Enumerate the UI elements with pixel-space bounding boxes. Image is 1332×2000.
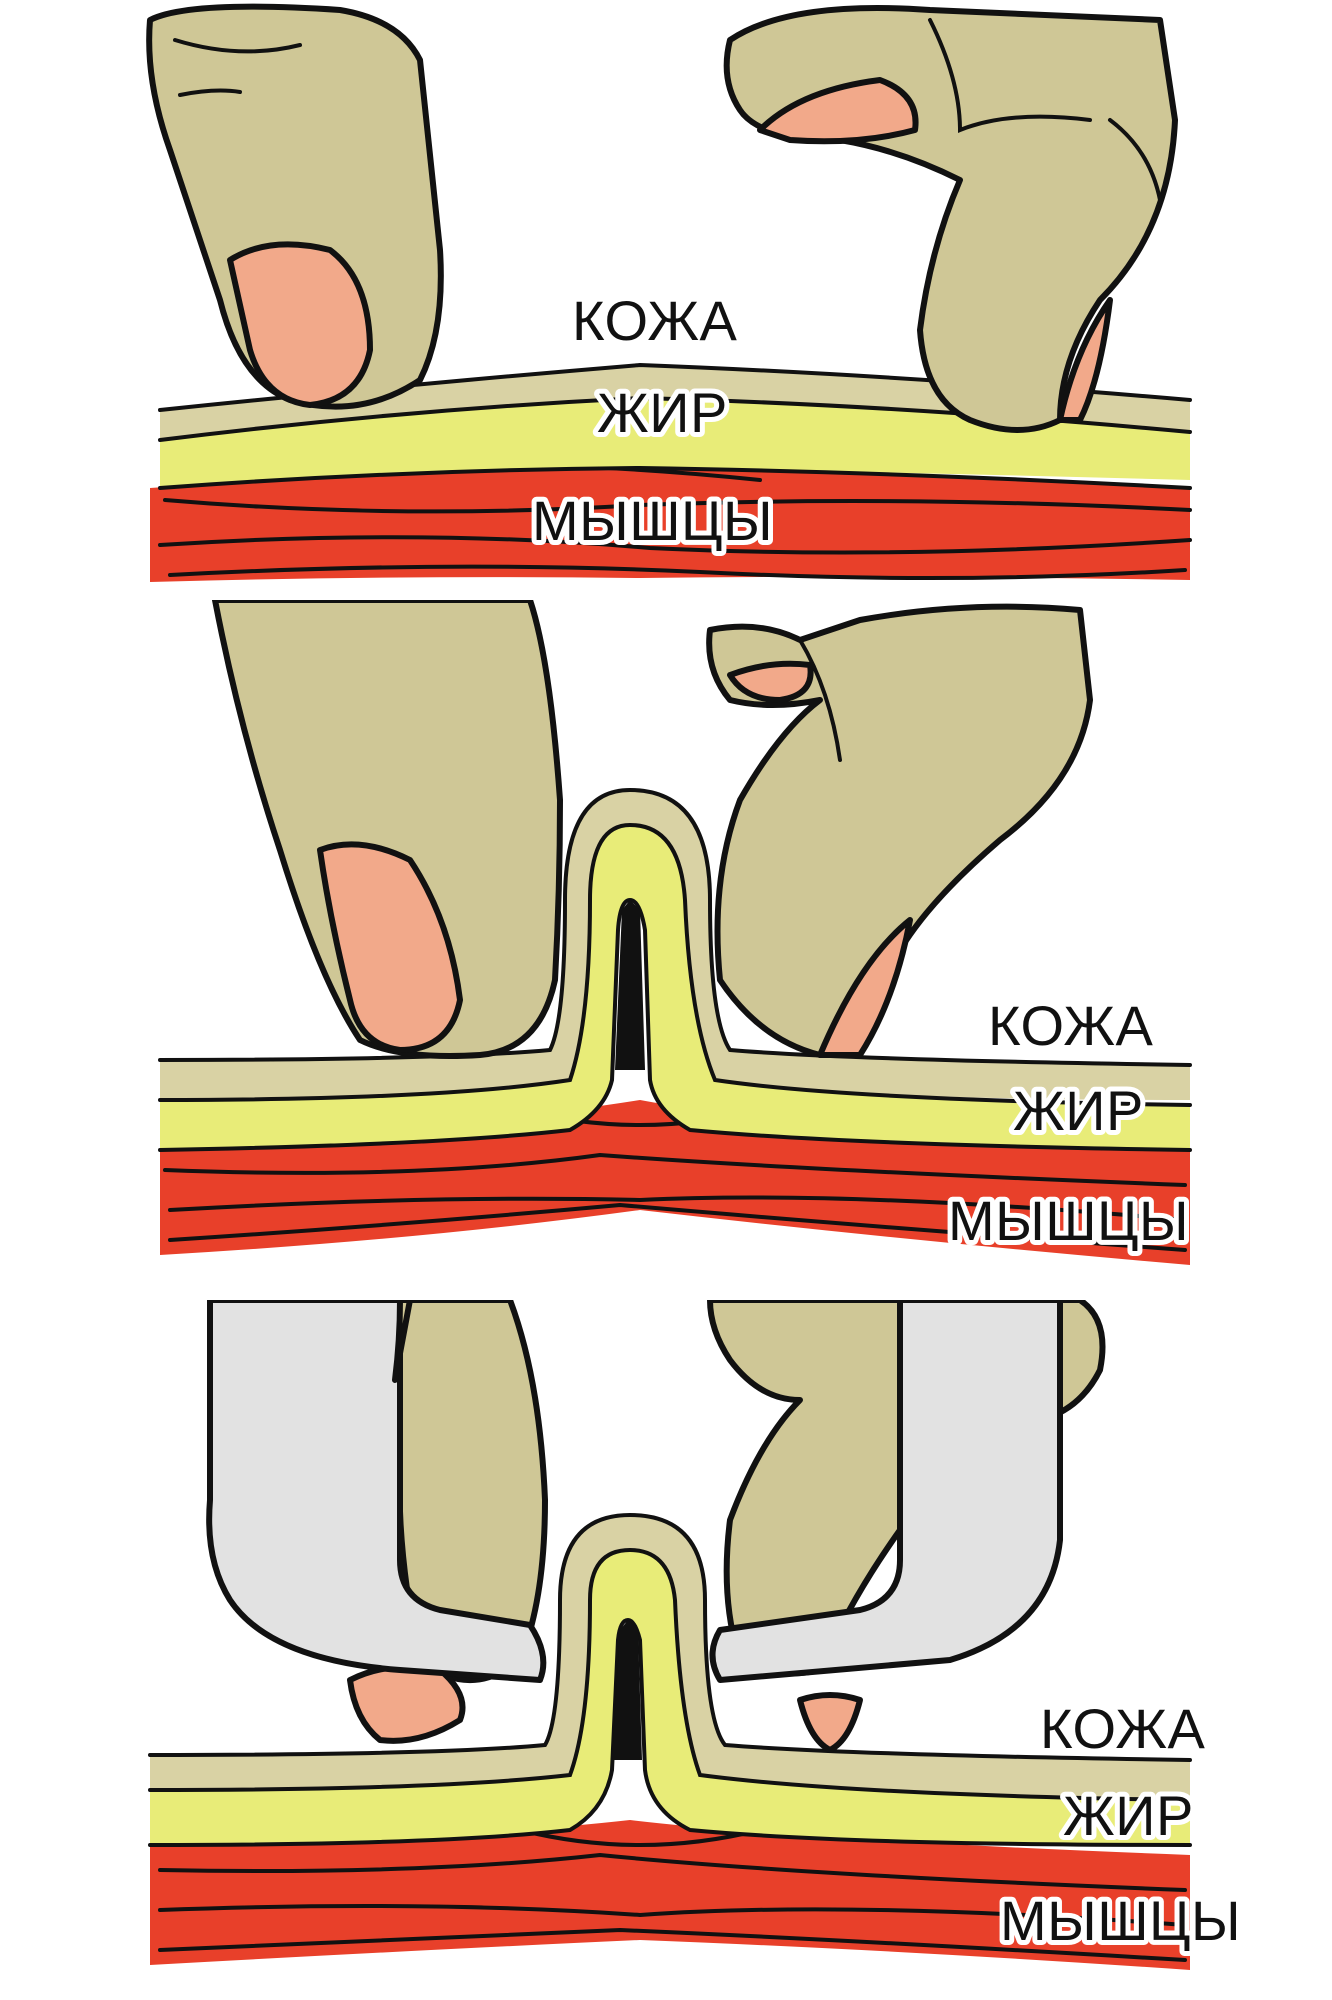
- left-finger: [212, 600, 563, 1059]
- panel-2-illustration: [158, 600, 1192, 1265]
- muscle-layer: [150, 470, 1190, 582]
- right-fingernail-side: [1057, 297, 1113, 423]
- skin-layer: [150, 1515, 1190, 1800]
- skin-label: КОЖА: [1040, 1697, 1206, 1760]
- thumb-tip-left: [392, 1300, 413, 1383]
- fat-label: ЖИР: [1013, 1079, 1144, 1142]
- skin-label: КОЖА: [572, 289, 738, 352]
- fat-layer: [160, 395, 1190, 488]
- fat-label: ЖИР: [1063, 1784, 1194, 1847]
- left-fingernail: [317, 841, 463, 1053]
- caliper-left-jaw: [206, 1300, 547, 1683]
- caliper-right-jaw: [709, 1300, 1063, 1683]
- panel-3-caliper-measurement: КОЖА ЖИР МЫШЦЫ: [0, 1300, 1332, 2000]
- panel-3-labels: КОЖА ЖИР МЫШЦЫ: [995, 1692, 1246, 1957]
- panel-2-labels: КОЖА ЖИР МЫШЦЫ: [943, 989, 1194, 1257]
- right-fingernail: [797, 1692, 863, 1753]
- panel-3-illustration: [148, 1300, 1192, 1970]
- panel-1-illustration: [146, 3, 1192, 582]
- muscle-label: МЫШЦЫ: [948, 1189, 1189, 1252]
- panel-1-labels: КОЖА ЖИР МЫШЦЫ: [527, 284, 778, 557]
- skin-label: КОЖА: [988, 994, 1154, 1057]
- right-fingernail-side: [817, 917, 913, 1058]
- panel-2-skin-fold: КОЖА ЖИР МЫШЦЫ: [0, 600, 1332, 1300]
- muscle-layer: [150, 1820, 1190, 1970]
- left-fingernail: [227, 241, 373, 408]
- fat-label: ЖИР: [597, 381, 728, 444]
- fat-layer: [150, 1550, 1190, 1845]
- right-fingernail-top: [757, 77, 919, 145]
- fat-layer: [160, 825, 1190, 1150]
- muscle-label: МЫШЦЫ: [1000, 1889, 1241, 1952]
- muscle-label: МЫШЦЫ: [532, 489, 773, 552]
- panel-1-flat-tissue: КОЖА ЖИР МЫШЦЫ: [0, 0, 1332, 600]
- right-fingernail-top: [727, 660, 814, 703]
